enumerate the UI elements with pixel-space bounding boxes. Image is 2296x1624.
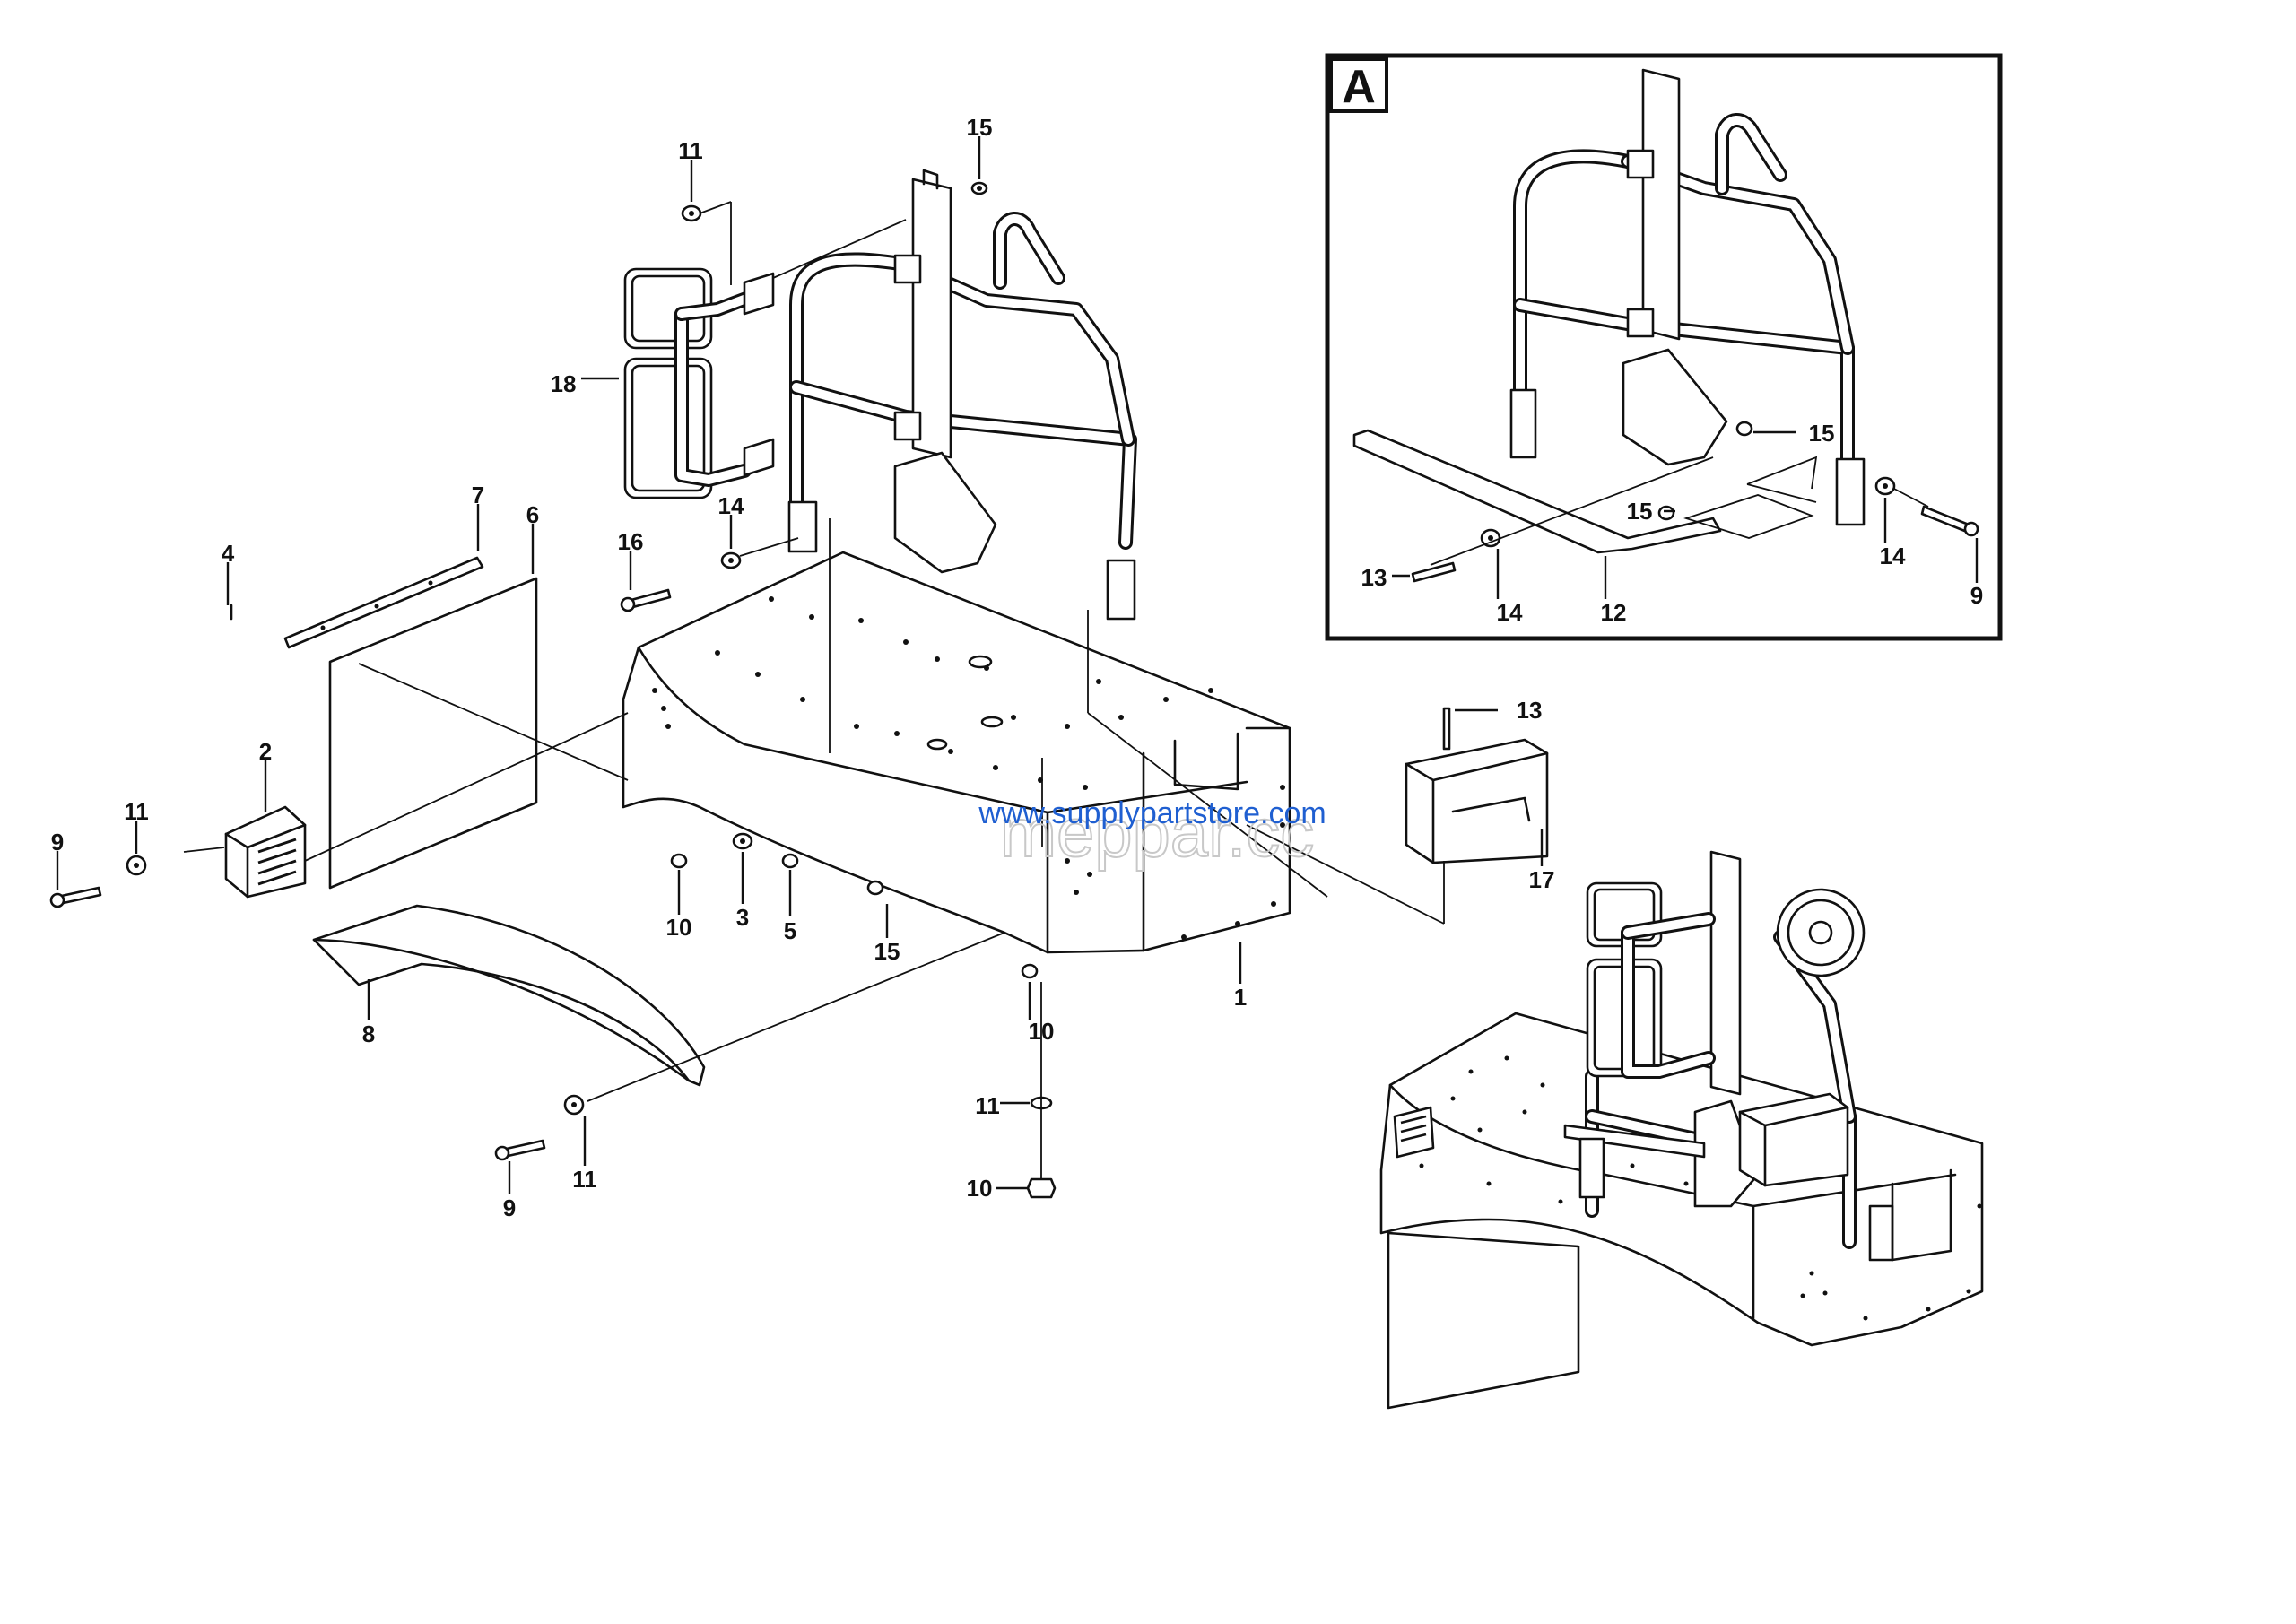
callout-label: 14 xyxy=(718,492,744,519)
callout-label: 8 xyxy=(362,1020,375,1047)
callout-label: 11 xyxy=(572,1166,597,1193)
callout-label: 4 xyxy=(222,540,235,567)
callout-label: 14 xyxy=(1880,543,1906,569)
watermark-logo-text: meppar.cc xyxy=(1000,795,1315,872)
mirror-assembly-part-18 xyxy=(623,267,775,499)
mudguard-part-8 xyxy=(312,904,706,1087)
fender-body-part-1 xyxy=(622,551,1292,954)
callout-label: 2 xyxy=(259,738,272,765)
callout-label: 1 xyxy=(1234,984,1247,1011)
callout-label: 9 xyxy=(1970,582,1983,609)
watermark-url: www.supplypartstore.com xyxy=(978,796,1326,830)
callout-label: 6 xyxy=(526,501,539,528)
callout-label: 12 xyxy=(1601,599,1627,626)
callout-label: 9 xyxy=(503,1194,516,1221)
callout-label: 10 xyxy=(1029,1018,1055,1045)
callout-label: 17 xyxy=(1529,866,1555,893)
callout-label: 13 xyxy=(1361,564,1387,591)
callout-label: 18 xyxy=(551,370,577,397)
assembled-view xyxy=(1379,850,1984,1410)
callout-label: 15 xyxy=(1627,498,1653,525)
box-part-17 xyxy=(1405,738,1549,864)
callout-label: 5 xyxy=(784,917,796,944)
inset-letter: A xyxy=(1342,61,1376,113)
callout-label: 15 xyxy=(967,114,993,141)
strip-part-7 xyxy=(283,556,484,649)
callout-label: 10 xyxy=(666,914,692,941)
callout-label: 11 xyxy=(975,1092,1000,1119)
callout-label: 15 xyxy=(874,938,900,965)
hardware-washers-bolts xyxy=(49,181,1451,1199)
callout-label: 13 xyxy=(1517,697,1543,724)
callout-label: 11 xyxy=(678,137,703,164)
callout-label: 15 xyxy=(1809,420,1835,447)
inset-detail-a: A xyxy=(1325,53,2003,641)
mud-flap-part-6 xyxy=(328,577,538,890)
callout-label: 16 xyxy=(618,528,644,555)
watermark: meppar.cc www.supplypartstore.com xyxy=(978,795,1326,873)
callout-label: 10 xyxy=(967,1175,993,1202)
callout-label: 11 xyxy=(124,798,149,825)
protective-frame-main xyxy=(787,169,1137,621)
callout-numbers: 11 15 18 7 6 4 14 16 2 11 9 10 3 5 15 8 1 10 11 10 11 9 13 17 15… xyxy=(51,114,1983,1221)
lamp-part-2 xyxy=(224,805,307,899)
callout-label: 3 xyxy=(736,904,749,931)
callout-label: 9 xyxy=(51,829,64,855)
callout-label: 14 xyxy=(1497,599,1523,626)
guide-lines xyxy=(56,136,1544,1194)
callout-label: 7 xyxy=(472,482,484,508)
